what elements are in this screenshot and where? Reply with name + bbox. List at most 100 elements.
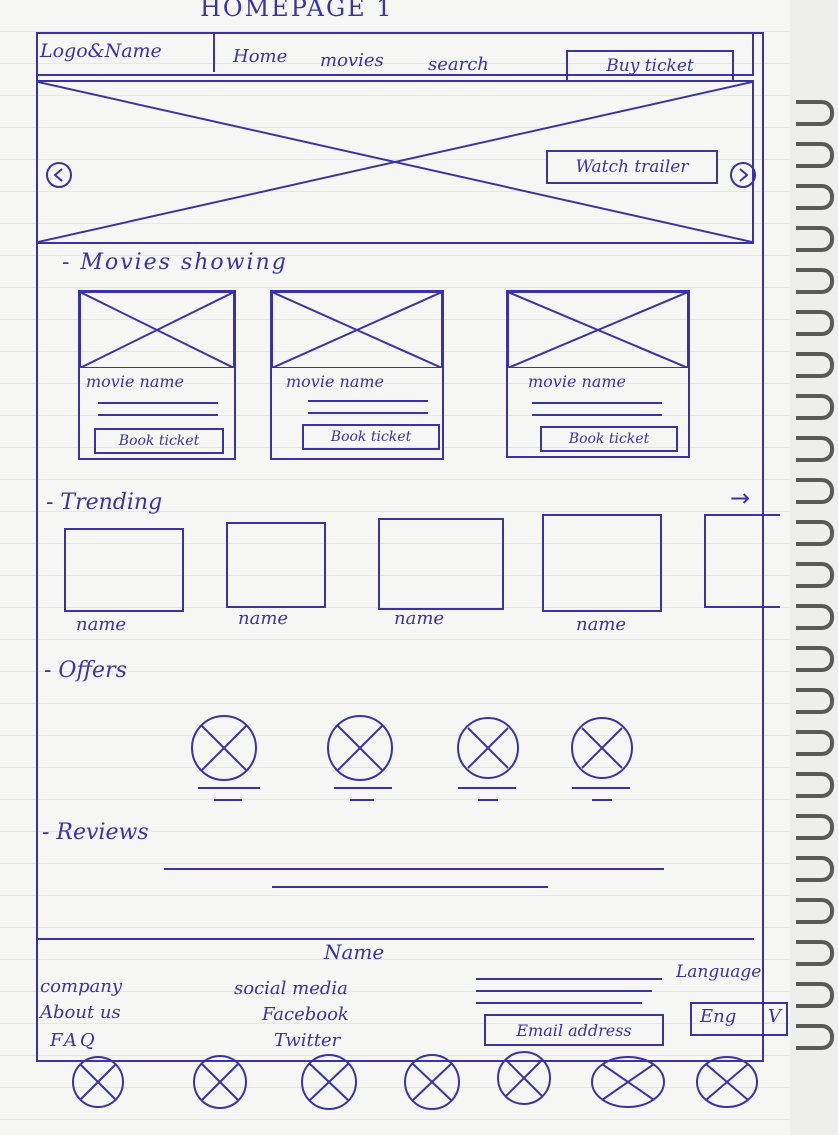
social-icon[interactable] [588, 1054, 668, 1110]
spiral-ring [796, 1024, 834, 1050]
trending-heading: - Trending [46, 490, 163, 515]
spiral-ring [796, 436, 834, 462]
spiral-ring [796, 478, 834, 504]
movie-poster-placeholder [508, 292, 688, 368]
nav-movies[interactable]: movies [320, 50, 384, 71]
spiral-ring [796, 688, 834, 714]
spiral-ring [796, 100, 834, 126]
footer-text-line [476, 990, 652, 992]
buy-ticket-button[interactable]: Buy ticket [566, 50, 734, 82]
trending-thumbnail[interactable] [378, 518, 504, 610]
trending-thumbnail[interactable] [542, 514, 662, 612]
footer-faq-link[interactable]: FAQ [50, 1030, 98, 1051]
movie-detail-line [98, 414, 218, 416]
spiral-ring [796, 940, 834, 966]
offer-icon[interactable] [570, 714, 646, 806]
page-title: HOMEPAGE 1 [200, 0, 394, 22]
language-dropdown-divider [762, 1002, 764, 1036]
movie-detail-line [532, 414, 662, 416]
footer-divider [36, 938, 754, 940]
social-icon[interactable] [298, 1054, 360, 1110]
book-ticket-button[interactable]: Book ticket [302, 424, 440, 450]
movie-detail-line [308, 412, 428, 414]
trending-item-name: name [576, 614, 627, 635]
movies-showing-heading: - Movies showing [62, 250, 288, 275]
email-address-input[interactable]: Email address [484, 1014, 664, 1046]
spiral-ring [796, 982, 834, 1008]
hero-carousel-image [36, 80, 754, 244]
spiral-ring [796, 226, 834, 252]
spiral-ring [796, 646, 834, 672]
footer-social-label: social media [234, 978, 348, 999]
footer-text-line [476, 1002, 642, 1004]
header-bar [36, 32, 754, 76]
spiral-ring [796, 730, 834, 756]
language-selected: Eng [700, 1006, 737, 1027]
spiral-ring [796, 604, 834, 630]
footer-company-label: company [40, 976, 123, 997]
social-icon[interactable] [694, 1054, 760, 1110]
spiral-ring [796, 352, 834, 378]
social-icon[interactable] [70, 1054, 126, 1110]
spiral-ring [796, 268, 834, 294]
movie-card[interactable]: movie name Book ticket [270, 290, 444, 460]
spiral-ring [796, 562, 834, 588]
spiral-ring [796, 394, 834, 420]
header-divider [213, 32, 215, 72]
footer-twitter-link[interactable]: Twitter [274, 1030, 341, 1051]
carousel-next-icon[interactable] [728, 160, 758, 190]
trending-item-name: name [238, 608, 289, 629]
offer-icon[interactable] [454, 714, 530, 806]
logo-name[interactable]: Logo&Name [40, 40, 162, 62]
social-icon[interactable] [400, 1054, 464, 1110]
spiral-binding [790, 90, 838, 1090]
movie-detail-line [98, 402, 218, 404]
watch-trailer-button[interactable]: Watch trailer [546, 150, 718, 184]
trending-next-arrow-icon[interactable]: → [730, 484, 751, 512]
review-text-line [272, 886, 548, 888]
spiral-ring [796, 772, 834, 798]
movie-card[interactable]: movie name Book ticket [506, 290, 690, 458]
movie-poster-placeholder [80, 292, 234, 368]
spiral-ring [796, 142, 834, 168]
spiral-ring [796, 184, 834, 210]
book-ticket-button[interactable]: Book ticket [540, 426, 678, 452]
trending-thumbnail[interactable] [226, 522, 326, 608]
movie-card[interactable]: movie name Book ticket [78, 290, 236, 460]
trending-item-name: name [394, 608, 445, 629]
spiral-ring [796, 856, 834, 882]
trending-thumbnail[interactable] [64, 528, 184, 612]
spiral-ring [796, 814, 834, 840]
footer-facebook-link[interactable]: Facebook [262, 1004, 349, 1025]
movie-name: movie name [86, 372, 184, 391]
offers-heading: - Offers [44, 658, 127, 683]
movie-detail-line [308, 400, 428, 402]
book-ticket-button[interactable]: Book ticket [94, 428, 224, 454]
trending-thumbnail[interactable] [704, 514, 780, 608]
placeholder-cross-icon [38, 82, 752, 242]
trending-item-name: name [76, 614, 127, 635]
movie-name: movie name [528, 372, 626, 391]
language-label: Language [676, 962, 762, 982]
spiral-ring [796, 520, 834, 546]
footer-about-us-link[interactable]: About us [40, 1002, 121, 1023]
language-dropdown-toggle[interactable]: V [768, 1006, 781, 1027]
footer-text-line [476, 978, 662, 980]
offer-icon[interactable] [186, 712, 266, 804]
sketch-paper [0, 0, 790, 1135]
carousel-prev-icon[interactable] [44, 160, 74, 190]
reviews-heading: - Reviews [42, 820, 149, 845]
movie-name: movie name [286, 372, 384, 391]
movie-poster-placeholder [272, 292, 442, 368]
nav-search[interactable]: search [428, 54, 489, 75]
language-select[interactable] [690, 1002, 788, 1036]
footer-name: Name [324, 940, 385, 964]
offer-icon[interactable] [322, 712, 402, 804]
spiral-ring [796, 310, 834, 336]
review-text-line [164, 868, 664, 870]
movie-detail-line [532, 402, 662, 404]
social-icon[interactable] [494, 1050, 554, 1106]
spiral-ring [796, 898, 834, 924]
nav-home[interactable]: Home [233, 46, 288, 67]
social-icon[interactable] [190, 1054, 250, 1110]
